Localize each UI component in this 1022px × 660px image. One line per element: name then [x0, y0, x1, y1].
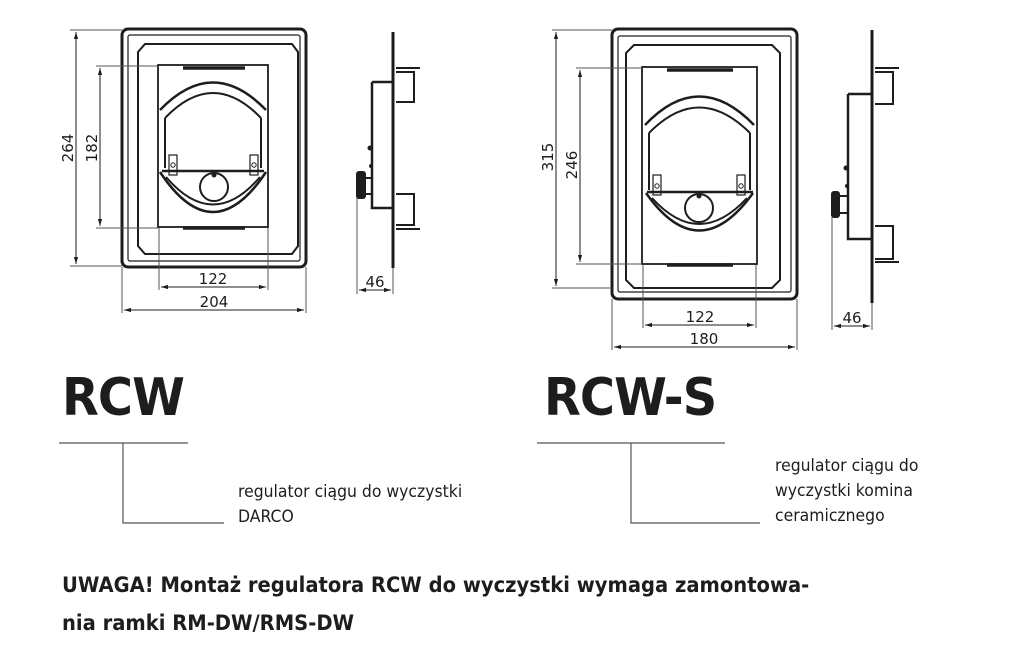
rcw-s-hinge-right — [736, 174, 746, 196]
rcw-lower-arc-outer — [158, 171, 268, 214]
rcw-dim-inner-height: 182 — [83, 134, 101, 163]
rcw-s-outer-frame — [610, 27, 799, 301]
rcw-s-dim-outer-height: 315 — [539, 143, 557, 172]
rcw-outer-frame — [120, 27, 308, 269]
rcw-s-dimensions — [552, 29, 798, 350]
rcw-dim-outer-width: 204 — [200, 293, 229, 311]
rcw-dim-inner-width: 122 — [199, 270, 228, 288]
rcw-s-description: regulator ciągu do wyczystki komina cera… — [775, 456, 919, 526]
installation-note: UWAGA! Montaż regulatora RCW do wyczystk… — [62, 566, 809, 642]
rcw-dim-outer-height: 264 — [59, 134, 77, 163]
rcw-s-front-view — [610, 27, 799, 301]
rcw-s-dim-inner-width: 122 — [686, 308, 715, 326]
rcw-hinge-right — [249, 154, 259, 176]
rcw-s-dim-inner-height: 246 — [563, 151, 581, 180]
rcw-lower-arc-inner — [165, 176, 261, 206]
rcw-s-chamfered-frame — [625, 44, 781, 289]
rcw-dimensions — [70, 29, 307, 313]
rcw-upper-arch-inner — [164, 92, 262, 119]
rcw-s-hinge-left — [652, 174, 662, 196]
rcw-s-model-title: RCW-S — [544, 368, 717, 428]
rcw-description: regulator ciągu do wyczystki DARCO — [238, 482, 463, 527]
rcw-s-leader-line — [537, 442, 760, 524]
rcw-s-dim-depth: 46 — [842, 309, 861, 327]
rcw-hinge-left — [168, 154, 178, 176]
rcw-s-side-knob — [831, 191, 840, 218]
rcw-leader-line — [59, 442, 224, 524]
rcw-model-title: RCW — [62, 368, 185, 428]
rcw-dim-depth: 46 — [365, 273, 384, 291]
installation-note-line-1: UWAGA! Montaż regulatora RCW do wyczystk… — [62, 573, 810, 597]
rcw-chamfered-frame — [137, 43, 299, 255]
rcw-outer-frame-inner-line — [127, 34, 301, 262]
rcw-s-dim-outer-width: 180 — [690, 330, 719, 348]
rcw-upper-arch-outer — [159, 81, 267, 111]
rcw-side-view — [356, 32, 420, 268]
installation-note-line-2: nia ramki RM-DW/RMS-DW — [62, 611, 355, 635]
rcw-s-side-view — [831, 30, 899, 303]
rcw-inner-panel — [157, 64, 269, 228]
rcw-side-knob — [356, 171, 366, 199]
rcw-front-view — [120, 27, 308, 269]
